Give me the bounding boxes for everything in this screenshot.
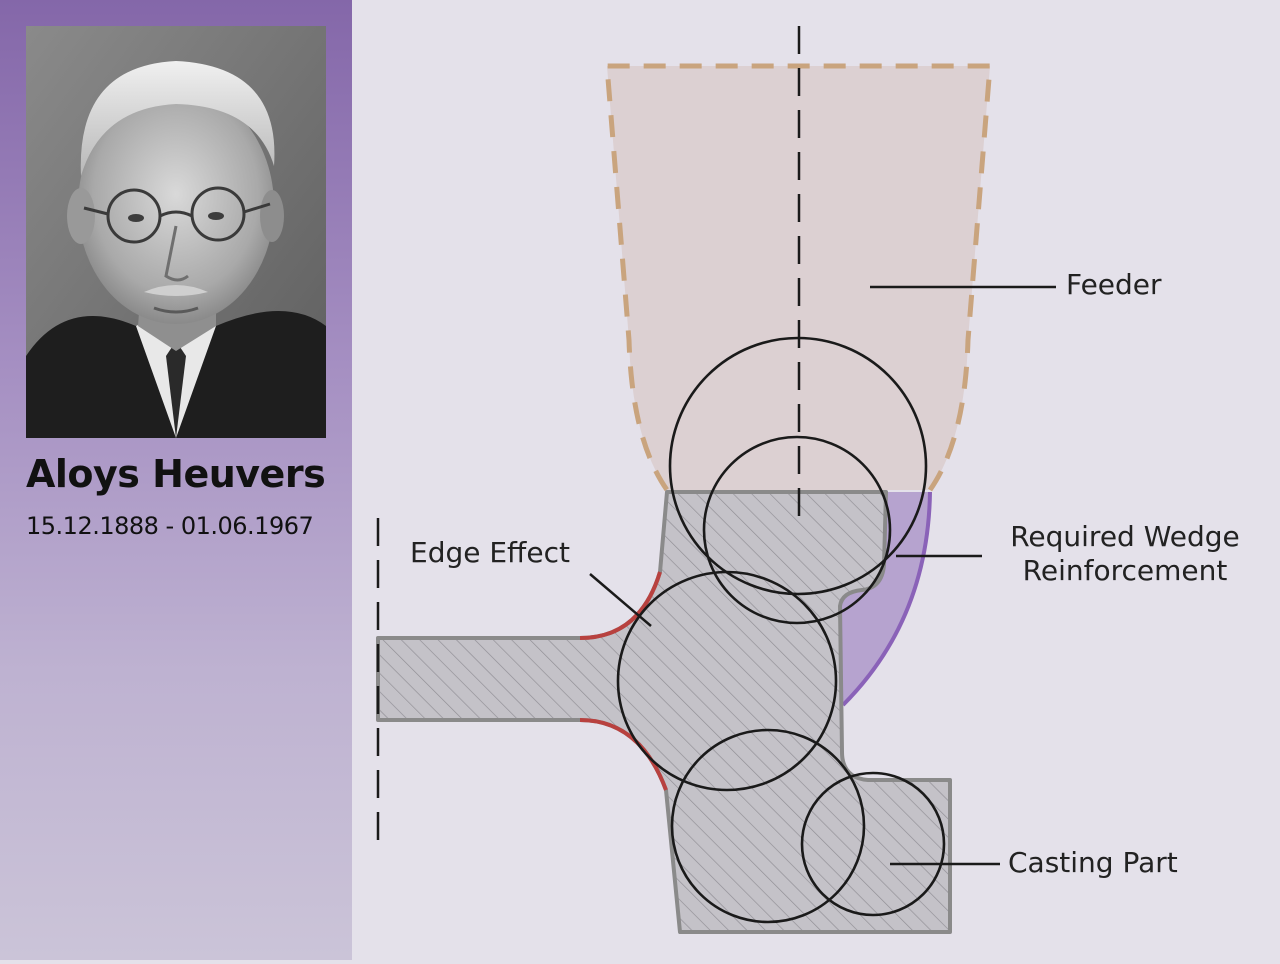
edge-effect-label: Edge Effect <box>410 536 570 569</box>
person-name: Aloys Heuvers <box>26 452 326 496</box>
leader-lines <box>589 285 1056 866</box>
circle-junction <box>616 570 838 792</box>
portrait-photo <box>26 26 326 438</box>
wedge-label: Required Wedge Reinforcement <box>980 520 1270 587</box>
person-dates: 15.12.1888 - 01.06.1967 <box>26 512 314 540</box>
wedge-label-line2: Reinforcement <box>1022 553 1228 587</box>
casting-part-label: Casting Part <box>1008 846 1178 879</box>
feeder-label: Feeder <box>1066 268 1162 301</box>
diagram-canvas <box>376 26 1056 934</box>
wedge-outline <box>841 491 932 707</box>
sidebar-panel: Aloys Heuvers 15.12.1888 - 01.06.1967 <box>0 0 352 960</box>
wedge-reinforcement <box>840 492 930 705</box>
edge-effect-lower <box>579 718 668 791</box>
wedge-label-line1: Required Wedge <box>1010 520 1240 553</box>
feeder-diagram: Feeder Edge Effect Required Wedge Reinfo… <box>352 0 1280 960</box>
feeder-outline <box>604 63 993 492</box>
edge-effect-upper <box>579 571 662 640</box>
portrait-illustration <box>26 26 326 438</box>
circle-feeder-bottom <box>702 435 892 625</box>
circle-base-left <box>670 728 866 924</box>
circle-base-right <box>800 771 946 917</box>
edge-effect-leader <box>589 573 652 627</box>
